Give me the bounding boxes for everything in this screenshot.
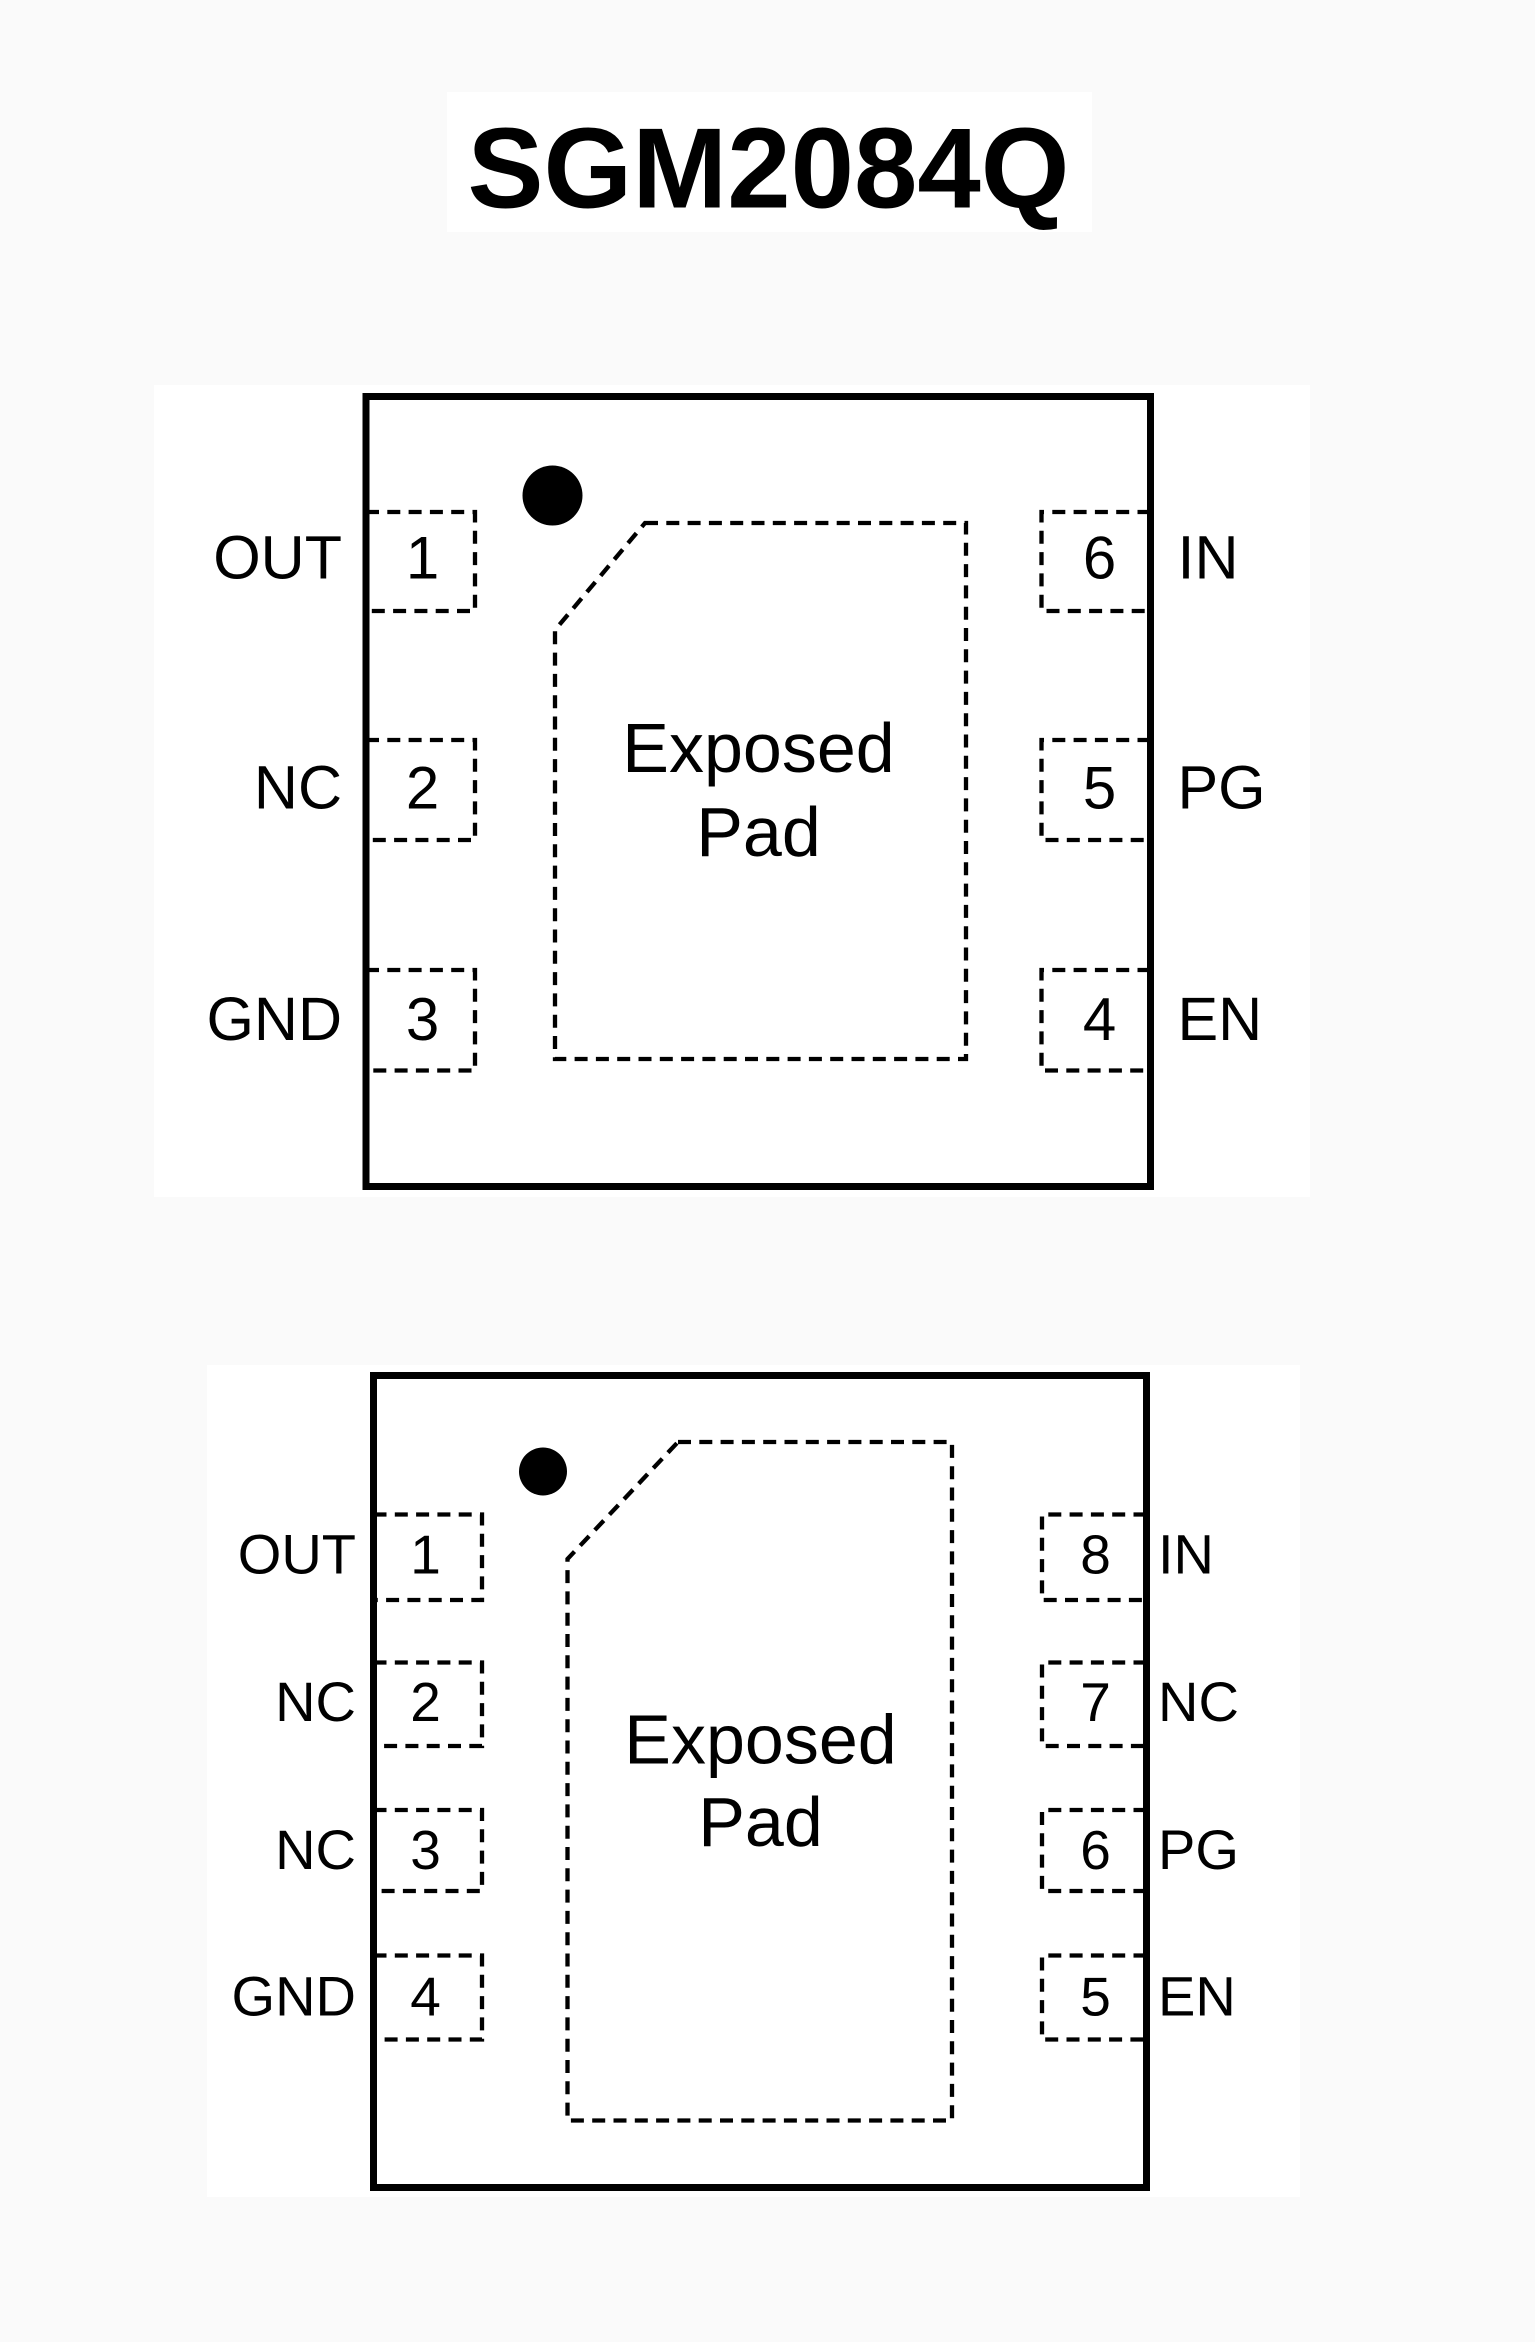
svg-text:4: 4 — [1083, 986, 1116, 1053]
svg-text:EN: EN — [1158, 1965, 1236, 2028]
svg-text:5: 5 — [1080, 1966, 1111, 2028]
svg-text:4: 4 — [410, 1966, 441, 2028]
svg-text:EN: EN — [1178, 985, 1263, 1053]
svg-text:IN: IN — [1178, 524, 1239, 592]
svg-text:PG: PG — [1178, 754, 1266, 822]
svg-text:IN: IN — [1158, 1523, 1214, 1586]
svg-text:7: 7 — [1080, 1671, 1111, 1733]
svg-text:NC: NC — [254, 754, 342, 822]
svg-text:3: 3 — [410, 1819, 441, 1881]
svg-text:OUT: OUT — [238, 1523, 356, 1586]
svg-text:Pad: Pad — [696, 793, 821, 871]
svg-text:3: 3 — [406, 986, 439, 1053]
svg-text:OUT: OUT — [213, 524, 342, 592]
svg-text:1: 1 — [406, 525, 439, 592]
svg-text:Exposed: Exposed — [624, 1701, 896, 1779]
svg-text:5: 5 — [1083, 755, 1116, 822]
svg-text:6: 6 — [1083, 525, 1116, 592]
svg-text:Exposed: Exposed — [622, 709, 894, 787]
svg-text:8: 8 — [1080, 1524, 1111, 1586]
svg-text:NC: NC — [275, 1818, 356, 1881]
svg-text:6: 6 — [1080, 1819, 1111, 1881]
svg-text:NC: NC — [275, 1670, 356, 1733]
svg-text:GND: GND — [232, 1965, 356, 2028]
svg-text:NC: NC — [1158, 1670, 1239, 1733]
svg-text:GND: GND — [206, 985, 342, 1053]
svg-text:2: 2 — [406, 755, 439, 822]
svg-text:PG: PG — [1158, 1818, 1239, 1881]
svg-text:1: 1 — [410, 1524, 441, 1586]
svg-text:Pad: Pad — [698, 1783, 823, 1861]
svg-text:SGM2084Q: SGM2084Q — [468, 106, 1070, 233]
svg-text:2: 2 — [410, 1671, 441, 1733]
